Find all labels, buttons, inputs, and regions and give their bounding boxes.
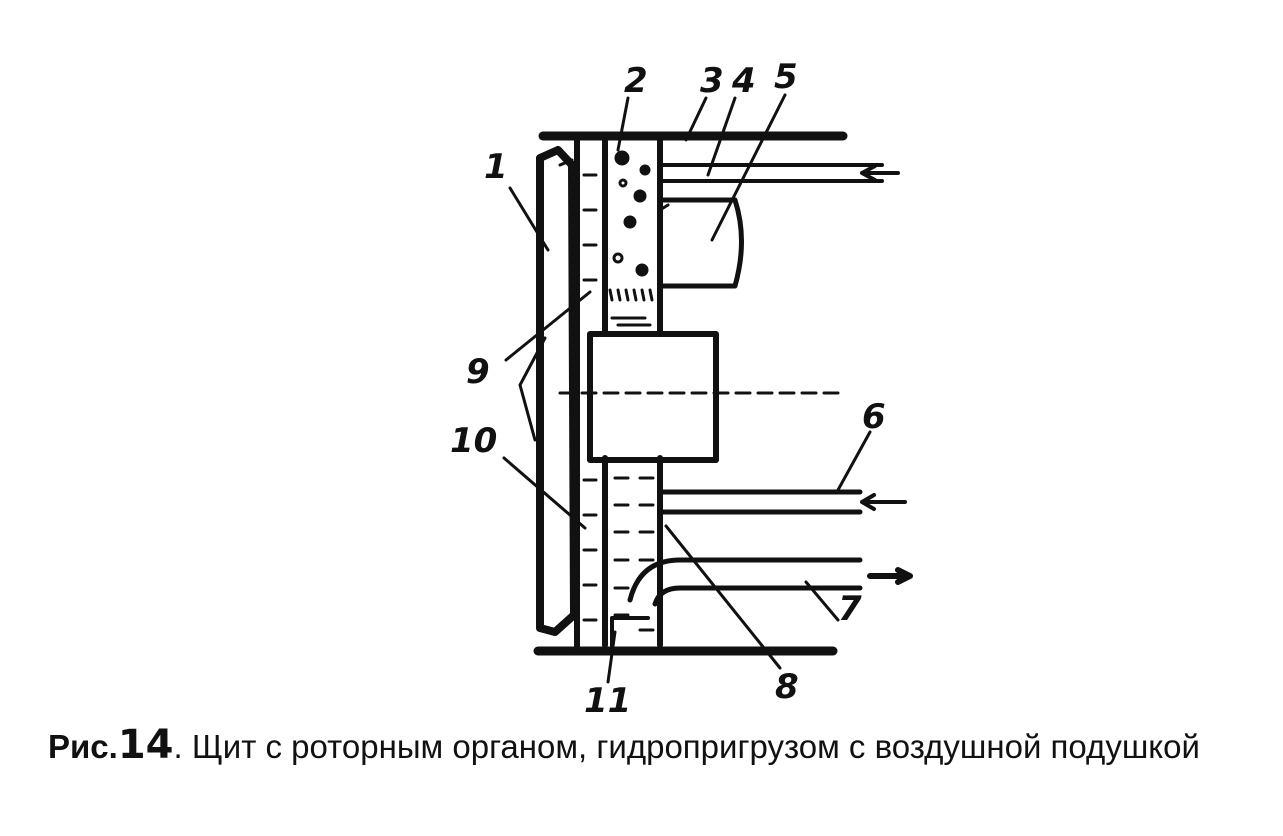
label-1: 1 bbox=[484, 147, 508, 187]
cylinder-inner bbox=[658, 203, 670, 284]
cylinder bbox=[657, 197, 744, 289]
discharge-pipe-upper bbox=[627, 557, 863, 603]
water-fluid-marks bbox=[613, 476, 655, 632]
caption-prefix: Рис. bbox=[48, 728, 118, 765]
label-8: 8 bbox=[775, 667, 799, 707]
label-6: 6 bbox=[862, 397, 886, 437]
air-pipe-arrow bbox=[860, 164, 900, 182]
bottom-partition bbox=[610, 616, 650, 650]
air-bubbles bbox=[608, 150, 654, 327]
shaft-block bbox=[587, 331, 719, 463]
label-5: 5 bbox=[774, 57, 798, 97]
discharge-pipe-lower bbox=[652, 585, 863, 607]
discharge-arrow bbox=[867, 567, 913, 585]
label-2: 2 bbox=[624, 61, 648, 101]
label-3: 3 bbox=[700, 61, 724, 101]
leader-lines bbox=[502, 93, 872, 684]
caption-number: 14 bbox=[117, 722, 174, 768]
caption-text: . Щит с роторным органом, гидропригрузом… bbox=[173, 728, 1200, 765]
label-9: 9 bbox=[466, 352, 490, 392]
label-4: 4 bbox=[731, 61, 756, 101]
gap-fluid-marks bbox=[558, 158, 598, 622]
label-7: 7 bbox=[838, 589, 862, 629]
label-10: 10 bbox=[450, 421, 497, 461]
label-11: 11 bbox=[584, 681, 631, 721]
rotor-body bbox=[536, 146, 578, 636]
water-pipe-arrow bbox=[860, 493, 907, 511]
figure-caption: Рис.14. Щит с роторным органом, гидропри… bbox=[48, 722, 1268, 768]
